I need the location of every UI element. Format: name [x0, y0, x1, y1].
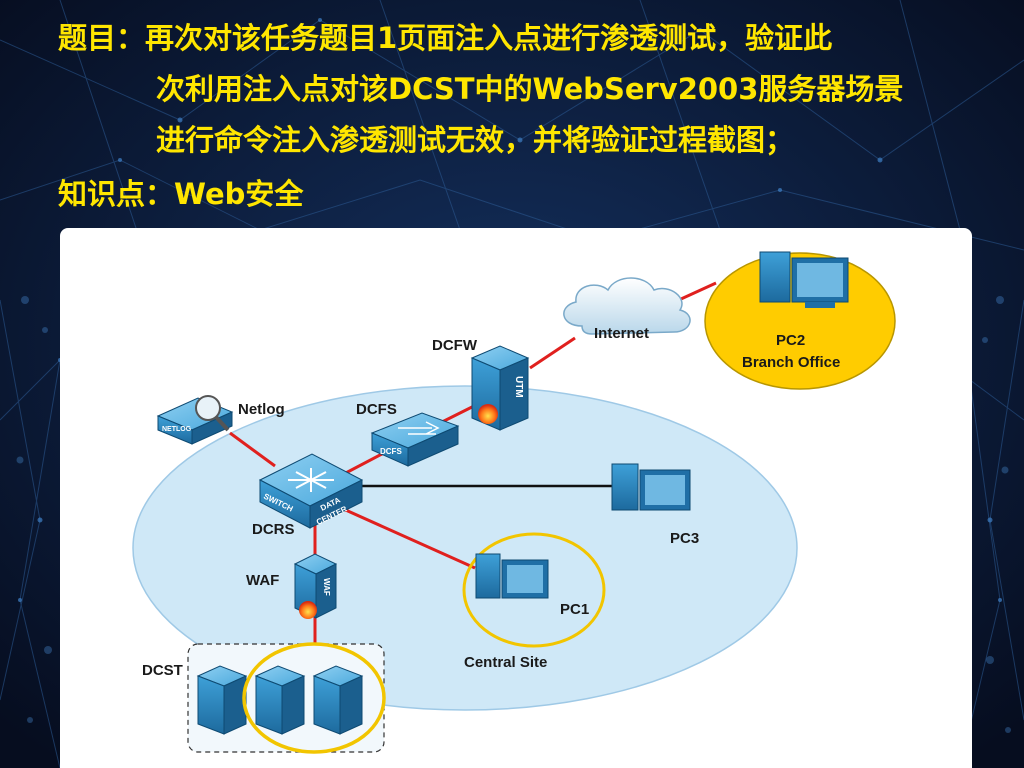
pc3-computer-icon — [611, 463, 691, 511]
label-pc3: PC3 — [670, 530, 699, 547]
waf-firewall-icon — [293, 553, 338, 619]
internet-cloud-icon — [563, 277, 691, 335]
dcst-server-icons — [196, 665, 364, 735]
pc2-computer-icon — [759, 251, 849, 308]
label-pc2: PC2 — [776, 332, 805, 349]
pc1-highlight-ring — [462, 532, 606, 648]
diagram-panel: Internet PC2 Branch Office UTM DCFW DCFS… — [60, 228, 972, 768]
netlog-device-icon — [156, 395, 234, 445]
label-netlog: Netlog — [238, 401, 285, 418]
label-branch-office: Branch Office — [742, 354, 840, 371]
label-central-site: Central Site — [464, 654, 547, 671]
task-line-2: 次利用注入点对该DCST中的WebServ2003服务器场景 — [156, 72, 904, 106]
netlog-badge: NETLOG — [162, 426, 192, 433]
dcfs-badge: DCFS — [380, 447, 402, 456]
dcst-highlight-ring — [242, 642, 386, 754]
pc1-computer-icon — [475, 553, 549, 599]
label-waf: WAF — [246, 572, 279, 589]
label-dcst: DCST — [142, 662, 183, 679]
task-line-3: 进行命令注入渗透测试无效，并将验证过程截图； — [156, 123, 795, 157]
label-pc1: PC1 — [560, 601, 589, 618]
dcfs-device-icon — [370, 412, 460, 467]
knowledge-line: 知识点：Web安全 — [58, 177, 304, 211]
waf-badge: WAF — [322, 578, 331, 596]
label-dcfs: DCFS — [356, 401, 397, 418]
network-topology-diagram: Internet PC2 Branch Office UTM DCFW DCFS… — [132, 251, 896, 754]
label-dcrs: DCRS — [252, 521, 295, 538]
dcfw-utm-firewall-icon — [470, 345, 530, 431]
label-internet: Internet — [594, 325, 649, 342]
utm-badge: UTM — [513, 376, 524, 398]
label-dcfw: DCFW — [432, 337, 478, 354]
dcrs-switch-icon — [258, 453, 364, 529]
task-line-1: 题目：再次对该任务题目1页面注入点进行渗透测试，验证此 — [58, 21, 833, 55]
